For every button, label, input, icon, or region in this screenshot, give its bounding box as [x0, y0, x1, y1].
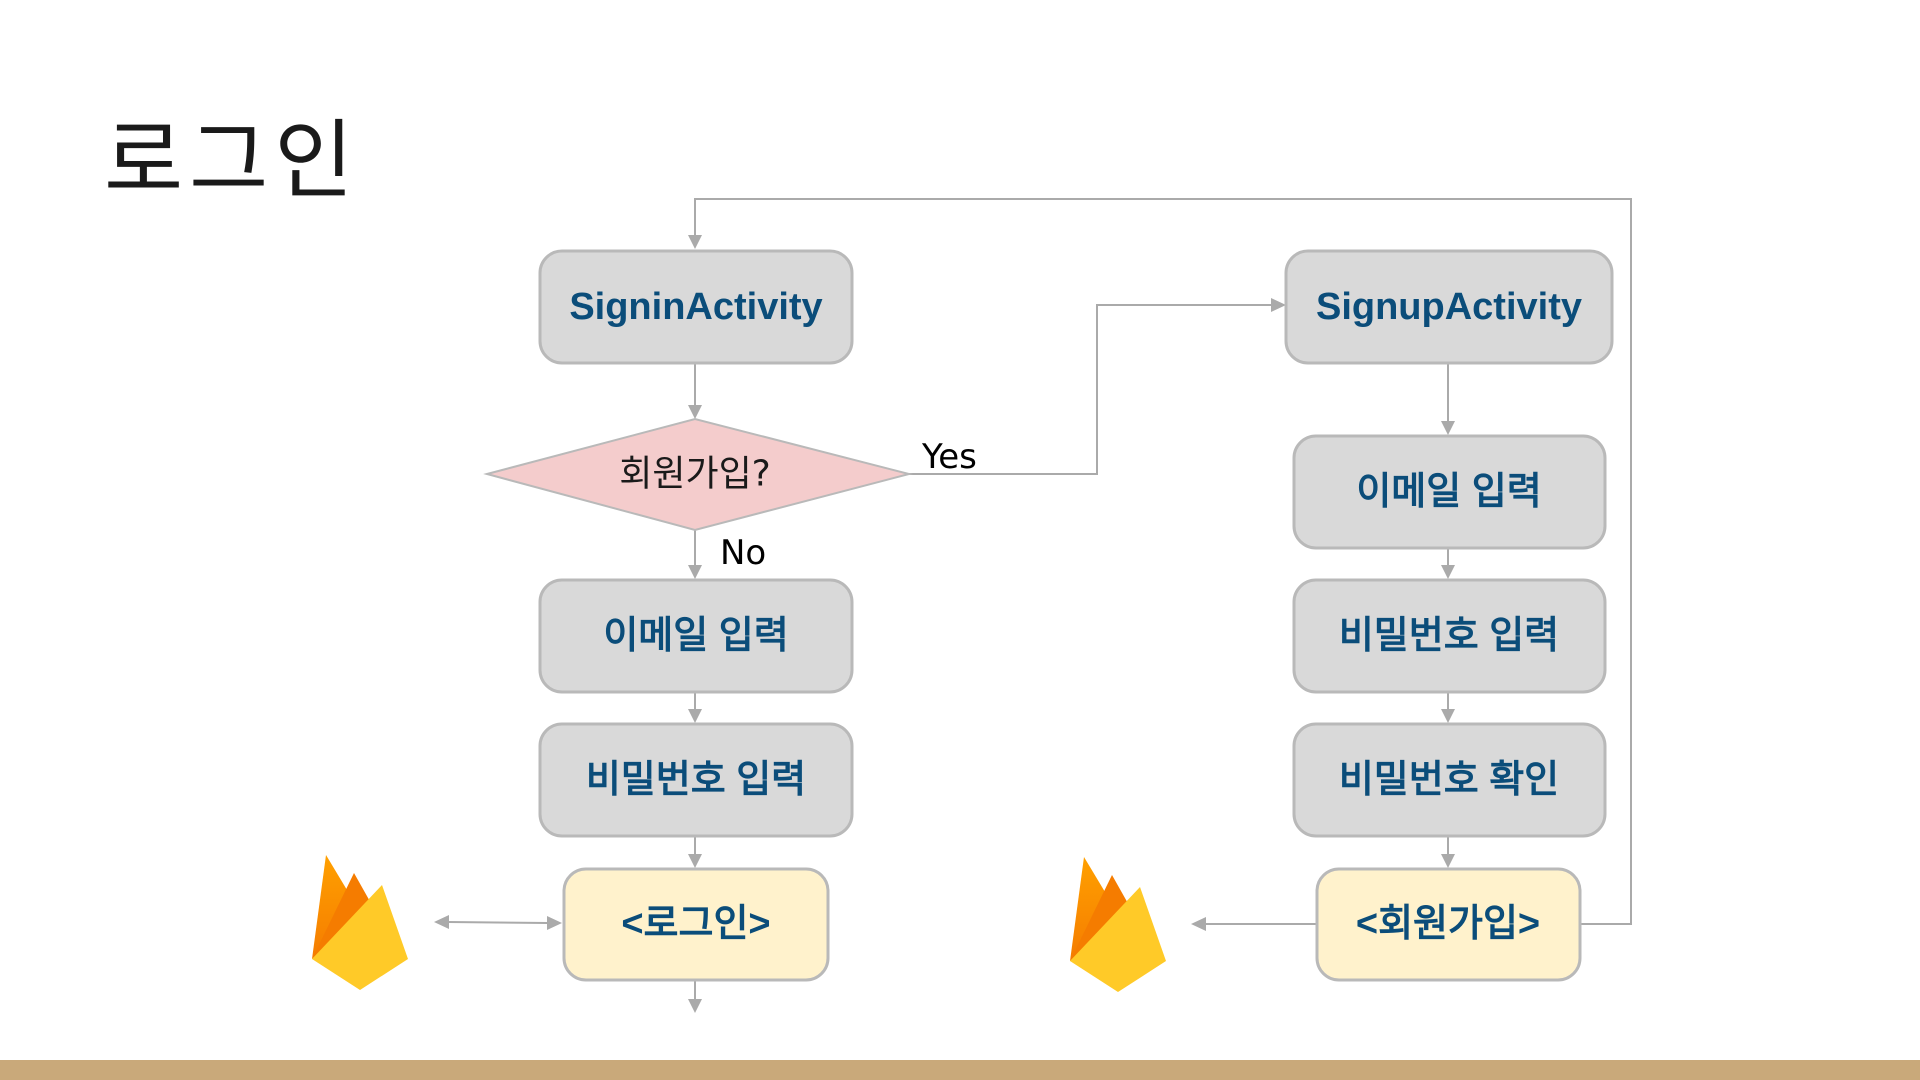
signup-email-input-node: 이메일 입력: [1292, 434, 1607, 550]
signin-email-label: 이메일 입력: [603, 615, 788, 657]
signin-email-input-node: 이메일 입력: [538, 578, 854, 694]
connector-login-firebase: [447, 921, 549, 924]
arrowhead: [688, 854, 702, 868]
signin-password-label: 비밀번호 입력: [586, 759, 806, 801]
connector-signup-to-signin: [694, 198, 1632, 925]
yes-branch-label: Yes: [921, 437, 977, 477]
arrowhead: [1441, 565, 1455, 579]
signin-password-input-node: 비밀번호 입력: [538, 722, 854, 838]
connector-decision-yes: [909, 304, 1272, 475]
arrowhead: [688, 565, 702, 579]
login-action-label: <로그인>: [621, 903, 770, 945]
arrowhead: [1441, 709, 1455, 723]
join-action-node: <회원가입>: [1315, 867, 1582, 982]
decision-label: 회원가입?: [619, 454, 771, 495]
login-action-node: <로그인>: [562, 867, 830, 982]
join-action-label: <회원가입>: [1356, 903, 1540, 945]
arrowhead: [547, 916, 562, 930]
signup-activity-node: SignupActivity: [1284, 249, 1614, 365]
signup-password-confirm-node: 비밀번호 확인: [1292, 722, 1607, 838]
arrowhead: [688, 999, 702, 1013]
signup-decision-node: 회원가입?: [483, 417, 913, 532]
firebase-icon: [1070, 857, 1166, 992]
signin-activity-label: SigninActivity: [569, 286, 822, 328]
firebase-icon: [312, 855, 408, 990]
arrowhead: [434, 915, 449, 929]
arrowhead: [1441, 854, 1455, 868]
signup-activity-label: SignupActivity: [1316, 286, 1582, 328]
signup-password-input-node: 비밀번호 입력: [1292, 578, 1607, 694]
signin-activity-node: SigninActivity: [538, 249, 854, 365]
no-branch-label: No: [720, 533, 766, 573]
arrowhead: [1271, 298, 1286, 312]
arrowhead: [1441, 421, 1455, 435]
signup-password-label: 비밀번호 입력: [1339, 615, 1559, 657]
slide-title: 로그인: [104, 111, 360, 211]
arrowhead: [1191, 917, 1206, 931]
connectors: [434, 198, 1632, 1013]
signup-email-label: 이메일 입력: [1356, 471, 1541, 513]
signup-confirm-label: 비밀번호 확인: [1339, 759, 1559, 801]
arrowhead: [688, 709, 702, 723]
arrowhead: [688, 235, 702, 249]
arrowhead: [688, 405, 702, 419]
footer-bar: [0, 1060, 1920, 1080]
